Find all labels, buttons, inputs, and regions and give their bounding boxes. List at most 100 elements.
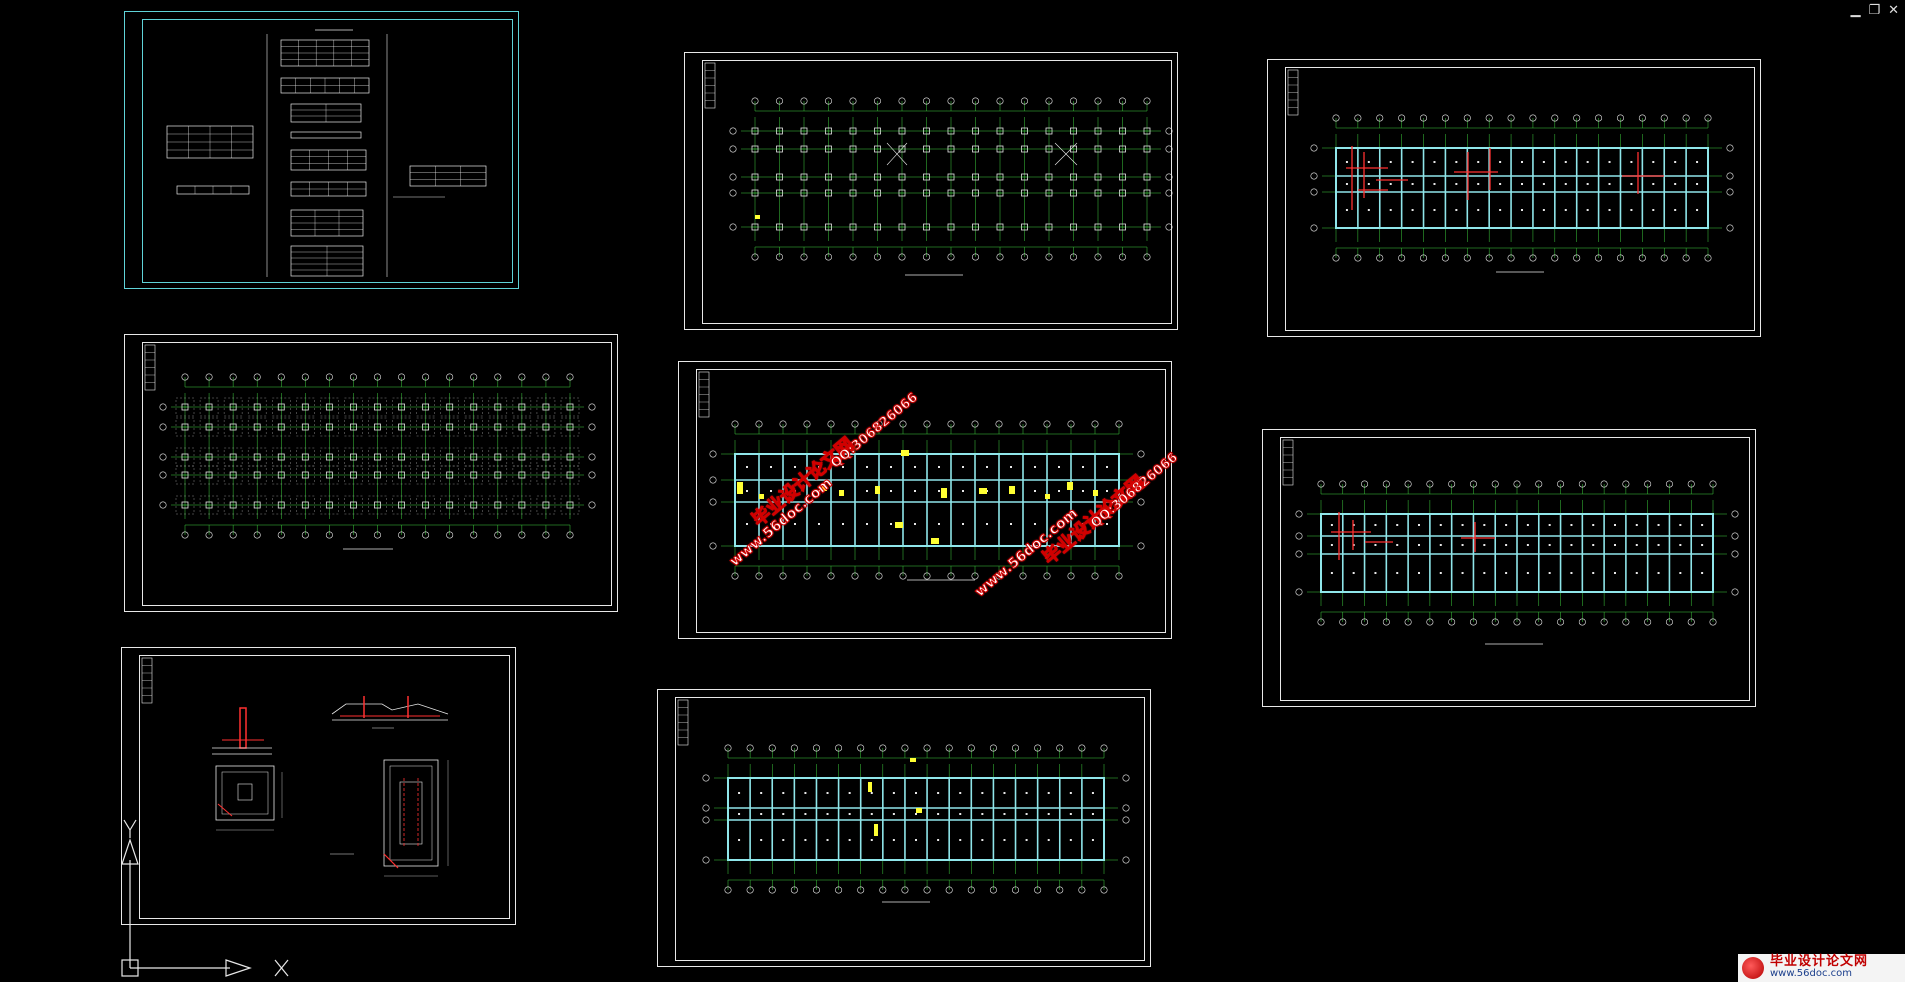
axis-bubble: [1731, 510, 1739, 518]
axis-bubble: [518, 531, 526, 539]
foundation-plan-drawing: [144, 344, 596, 550]
axis-bubble: [1600, 480, 1608, 488]
axis-bubble: [1043, 572, 1051, 580]
axis-bubble: [1078, 744, 1086, 752]
note-label: [868, 782, 872, 792]
axis-bubble: [1687, 480, 1695, 488]
axis-bubble: [1726, 224, 1734, 232]
axis-bubble: [835, 744, 843, 752]
axis-bubble: [159, 453, 167, 461]
axis-bubble: [1660, 254, 1668, 262]
axis-bubble: [746, 744, 754, 752]
axis-bubble: [790, 886, 798, 894]
slab-rebar-plan-upper-drawing: [1287, 69, 1734, 273]
axis-bubble: [542, 531, 550, 539]
section-outline: [331, 703, 449, 715]
axis-bubble: [835, 886, 843, 894]
restore-icon[interactable]: ❐: [1868, 3, 1881, 18]
column-layout-plan-drawing: [704, 62, 1173, 276]
axis-bubble: [1731, 532, 1739, 540]
axis-bubble: [1485, 254, 1493, 262]
drawing-sheet-foundation-plan[interactable]: [124, 334, 618, 612]
axis-bubble: [1137, 542, 1145, 550]
logo-url: www.56doc.com: [1770, 968, 1853, 979]
axis-bubble: [702, 774, 710, 782]
axis-bubble: [875, 572, 883, 580]
minimize-icon[interactable]: ▁: [1850, 3, 1861, 18]
axis-bubble: [1165, 189, 1173, 197]
axis-bubble: [1622, 618, 1630, 626]
axis-bubble: [1019, 572, 1027, 580]
axis-bubble: [1137, 450, 1145, 458]
drawing-sheet-beam-rebar-plan[interactable]: [678, 361, 1172, 639]
axis-bubble: [1382, 618, 1390, 626]
drawing-sheet-column-layout-plan[interactable]: [684, 52, 1178, 330]
note-label: [737, 482, 743, 494]
axis-bubble: [1137, 498, 1145, 506]
axis-bubble: [1165, 173, 1173, 181]
axis-bubble: [1578, 618, 1586, 626]
drawing-sheet-slab-rebar-plan-upper[interactable]: [1267, 59, 1761, 337]
note-label: [931, 538, 939, 544]
axis-bubble: [995, 572, 1003, 580]
axis-bubble: [1165, 127, 1173, 135]
axis-bubble: [1143, 97, 1151, 105]
axis-bubble: [874, 253, 882, 261]
axis-bubble: [729, 173, 737, 181]
axis-bubble: [1118, 97, 1126, 105]
beam-rebar-plan-drawing: [698, 371, 1145, 581]
axis-bubble: [588, 423, 596, 431]
axis-bubble: [1535, 618, 1543, 626]
axis-bubble: [1354, 254, 1362, 262]
drawing-sheet-foundation-detail[interactable]: [121, 647, 516, 925]
drawing-sheet-beam-layout-plan[interactable]: [657, 689, 1151, 967]
axis-bubble: [1339, 618, 1347, 626]
axis-bubble: [349, 531, 357, 539]
axis-bubble: [1020, 97, 1028, 105]
axis-bubble: [731, 420, 739, 428]
axis-bubble: [1704, 114, 1712, 122]
note-label: [1093, 490, 1098, 496]
axis-bubble: [776, 253, 784, 261]
close-icon[interactable]: ✕: [1888, 3, 1899, 18]
axis-bubble: [803, 420, 811, 428]
axis-bubble: [253, 373, 261, 381]
axis-bubble: [159, 403, 167, 411]
axis-bubble: [1295, 588, 1303, 596]
axis-bubble: [1317, 480, 1325, 488]
axis-bubble: [205, 373, 213, 381]
axis-bubble: [566, 373, 574, 381]
axis-bubble: [923, 253, 931, 261]
axis-bubble: [1078, 886, 1086, 894]
axis-bubble: [1507, 114, 1515, 122]
axis-bubble: [755, 572, 763, 580]
axis-bubble: [1420, 254, 1428, 262]
axis-bubble: [1682, 114, 1690, 122]
drawing-sheet-cover-index[interactable]: [124, 11, 519, 289]
axis-bubble: [1709, 480, 1717, 488]
axis-bubble: [898, 253, 906, 261]
note-label: [910, 758, 916, 762]
axis-bubble: [588, 501, 596, 509]
axis-bubble: [827, 572, 835, 580]
axis-bubble: [898, 97, 906, 105]
axis-bubble: [1012, 744, 1020, 752]
axis-bubble: [1557, 618, 1565, 626]
axis-bubble: [1069, 97, 1077, 105]
axis-bubble: [1709, 618, 1717, 626]
axis-bubble: [1043, 420, 1051, 428]
footing-column: [239, 707, 247, 749]
axis-bubble: [422, 373, 430, 381]
axis-bubble: [776, 97, 784, 105]
axis-bubble: [1404, 618, 1412, 626]
drawing-sheet-slab-rebar-plan-lower[interactable]: [1262, 429, 1756, 707]
axis-bubble: [1731, 588, 1739, 596]
axis-bubble: [746, 886, 754, 894]
axis-bubble: [1361, 618, 1369, 626]
axis-bubble: [724, 744, 732, 752]
axis-bubble: [971, 253, 979, 261]
axis-bubble: [879, 744, 887, 752]
axis-bubble: [1507, 254, 1515, 262]
axis-bubble: [768, 886, 776, 894]
axis-bubble: [849, 253, 857, 261]
